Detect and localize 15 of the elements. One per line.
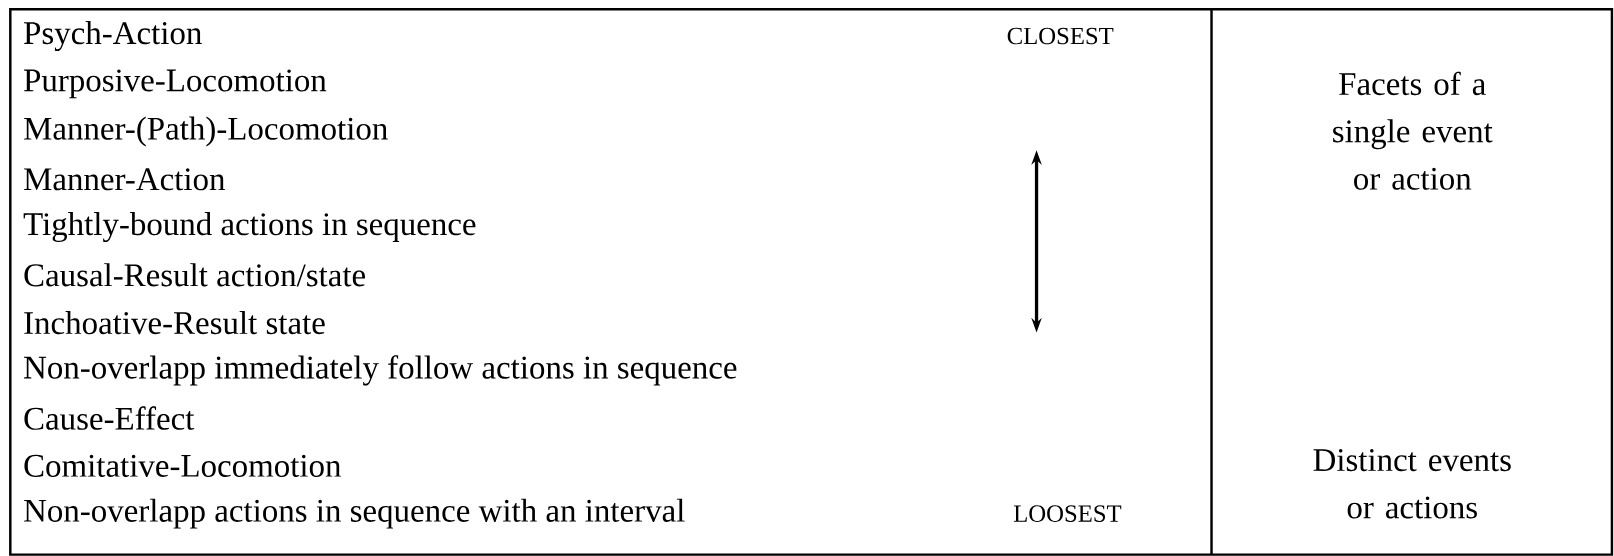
list-item: Comitative-Locomotion (24, 454, 341, 477)
column-heading: Facets of a single event or action (1333, 71, 1493, 190)
list-item: Manner-(Path)-Locomotion (24, 116, 388, 147)
list-item: Inchoative-Result state (24, 311, 325, 335)
column-heading: Distinct events or actions (1313, 449, 1511, 519)
list-item: Psych-Action (24, 21, 202, 52)
list-item: Non-overlapp actions in sequence with an interval (24, 498, 685, 529)
list-item: Cause-Effect (24, 406, 195, 430)
list-item: Manner-Action (24, 168, 225, 191)
list-item: Non-overlapp immediately follow actions in sequence (24, 355, 737, 386)
scale-label: LOOSEST (1013, 505, 1122, 522)
list-item: Tightly-bound actions in sequence (23, 212, 476, 243)
list-item: Purposive-Locomotion (24, 69, 327, 99)
scale-label: CLOSEST (1007, 27, 1114, 45)
list-item: Causal-Result action/state (24, 263, 365, 287)
